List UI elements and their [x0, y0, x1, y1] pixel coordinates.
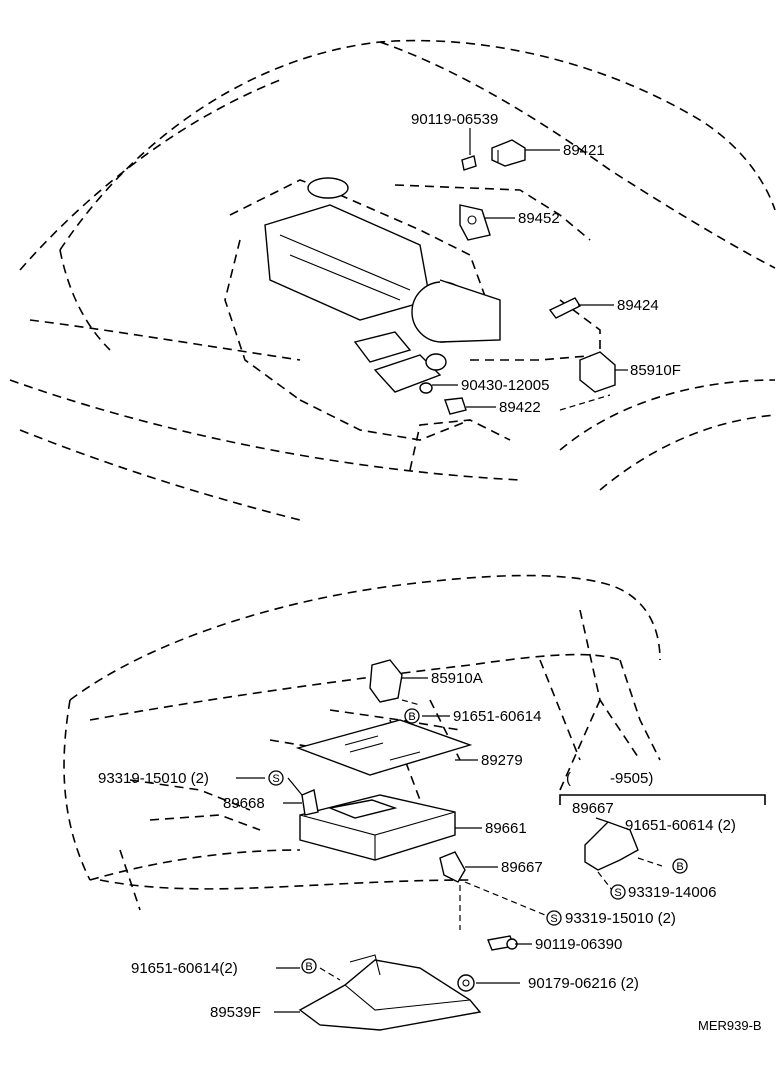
label-93319-15010-a: 93319-15010 (2)	[98, 770, 209, 787]
label-89422: 89422	[499, 399, 541, 416]
svg-text:B: B	[408, 711, 415, 723]
part-90119-06390-bolt	[487, 935, 518, 951]
label-89668: 89668	[223, 795, 265, 812]
label-85910A: 85910A	[431, 670, 483, 687]
badge-s-93319-15010-b: S	[546, 910, 562, 926]
label-89421: 89421	[563, 142, 605, 159]
inset-paren-open: (	[566, 770, 571, 787]
inset-bracket-89667	[584, 821, 639, 871]
part-89661-ecu	[299, 794, 456, 861]
label-89667: 89667	[501, 859, 543, 876]
svg-text:B: B	[676, 861, 683, 873]
part-89279-plate	[295, 719, 473, 776]
part-labels: 90119-06539 89421 89452 89424 85910F 904…	[98, 111, 762, 1033]
label-93319-15010-b: 93319-15010 (2)	[565, 910, 676, 927]
label-91651-60614: 91651-60614	[453, 708, 541, 725]
badge-b-inset: B	[672, 858, 688, 874]
label-90430-12005: 90430-12005	[461, 377, 549, 394]
label-85910F: 85910F	[630, 362, 681, 379]
inset-range: -9505)	[610, 770, 653, 787]
label-89452: 89452	[518, 210, 560, 227]
footer-code: MER939-B	[698, 1018, 762, 1033]
upper-leaders	[432, 128, 628, 411]
lower-leaders	[236, 677, 663, 1013]
dashboard-outline	[63, 574, 661, 911]
label-89279: 89279	[481, 752, 523, 769]
part-85910A-relay	[369, 659, 403, 703]
part-89424-sensor	[548, 297, 582, 319]
part-89667-bracket	[439, 851, 466, 883]
svg-text:S: S	[550, 913, 557, 925]
label-89539F: 89539F	[210, 1004, 261, 1021]
engine-block	[264, 177, 501, 393]
label-90119-06390: 90119-06390	[535, 936, 622, 953]
part-90179-06216-nut	[457, 974, 475, 992]
badge-s-inset: S	[610, 884, 626, 900]
svg-text:B: B	[305, 961, 312, 973]
part-89452-sensor	[459, 204, 491, 241]
inset-bracket-outline	[559, 794, 766, 805]
svg-text:S: S	[614, 887, 621, 899]
label-inset-91651-60614: 91651-60614 (2)	[625, 817, 736, 834]
svg-text:S: S	[272, 773, 279, 785]
badge-s-93319-15010-a: S	[268, 770, 284, 786]
part-89421-vsv	[491, 139, 526, 167]
label-91651-60614-2: 91651-60614(2)	[131, 960, 238, 977]
badge-b-91651-60614: B	[404, 708, 420, 724]
label-90179-06216: 90179-06216 (2)	[528, 975, 639, 992]
label-inset-93319-14006: 93319-14006	[628, 884, 716, 901]
badge-b-91651-60614-2: B	[301, 958, 317, 974]
part-90430-12005-gasket	[419, 382, 433, 394]
label-89424: 89424	[617, 297, 659, 314]
part-89539F-bracket	[298, 954, 482, 1031]
label-inset-89667: 89667	[572, 800, 614, 817]
part-90119-06539-bolt	[461, 155, 477, 171]
label-89661: 89661	[485, 820, 527, 837]
engine-bay-outline	[9, 39, 776, 521]
part-89668-bracket	[301, 789, 319, 816]
part-85910F-relay	[579, 351, 616, 393]
part-89422-sensor	[444, 397, 467, 415]
label-90119-06539: 90119-06539	[411, 111, 498, 128]
